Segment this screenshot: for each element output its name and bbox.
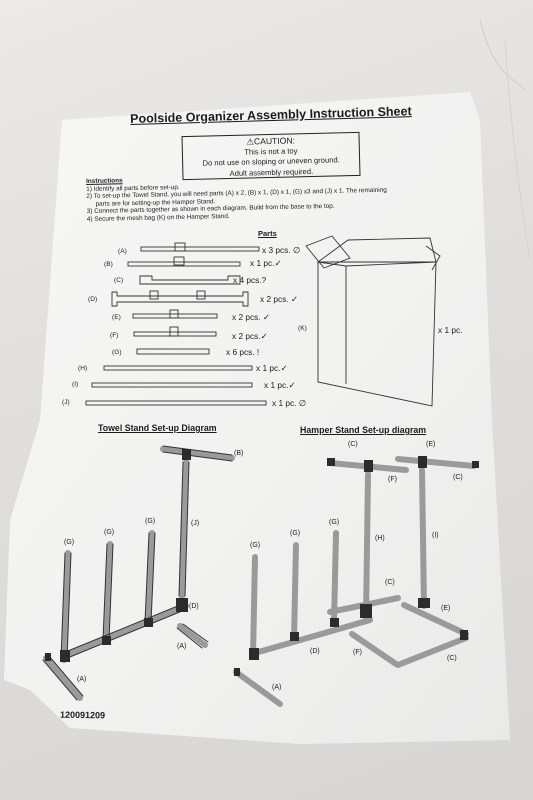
part-c-drawing <box>139 275 241 285</box>
parts-heading: Parts <box>258 229 277 238</box>
part-label: (C) <box>114 277 124 284</box>
diagram-label: (J) <box>191 520 200 527</box>
part-qty: x 2 pcs.✓ <box>232 331 268 341</box>
part-label: (J) <box>62 399 70 406</box>
diagram-label: (G) <box>64 539 75 546</box>
part-label: (F) <box>110 332 119 339</box>
towel-stand-diagram <box>43 446 235 701</box>
diagram-label: (I) <box>432 532 439 539</box>
diagram-label: (F) <box>388 476 397 483</box>
part-label: (E) <box>112 314 121 321</box>
part-qty: x 2 pcs. ✓ <box>260 294 298 304</box>
part-h-drawing <box>103 365 253 371</box>
part-qty: x 1 pc.✓ <box>264 380 296 390</box>
part-label: (H) <box>78 365 88 372</box>
diagram-label: (G) <box>145 518 156 525</box>
part-qty: x 1 pc.✓ <box>250 258 282 268</box>
diagram-label: (F) <box>353 649 362 656</box>
diagram-label: (A) <box>77 676 87 683</box>
part-d-drawing <box>111 291 249 307</box>
bag-qty: x 1 pc. <box>438 325 463 335</box>
diagram-label: (C) <box>385 579 395 586</box>
diagram-label: (A) <box>272 684 282 691</box>
diagram-label: (G) <box>290 530 301 537</box>
part-qty: x 6 pcs. ! <box>226 347 260 357</box>
bag-label: (K) <box>298 325 307 332</box>
diagram-label: (D) <box>189 603 199 610</box>
diagram-label: (C) <box>447 655 457 662</box>
diagram-label: (E) <box>441 605 451 612</box>
hamper-stand-heading: Hamper Stand Set-up diagram <box>300 425 427 435</box>
part-i-drawing <box>91 382 253 388</box>
part-label: (D) <box>88 296 98 303</box>
mesh-bag-k-drawing <box>305 235 441 407</box>
hamper-stand-diagram <box>233 456 477 707</box>
part-qty: x 4 pcs.? <box>233 275 267 285</box>
part-j-drawing <box>85 400 267 406</box>
part-qty: x 2 pcs. ✓ <box>232 312 270 322</box>
diagram-label: (C) <box>453 474 463 481</box>
towel-stand-heading: Towel Stand Set-up Diagram <box>98 423 217 433</box>
part-g-drawing <box>136 348 210 355</box>
diagram-label: (G) <box>250 542 261 549</box>
diagram-label: (G) <box>329 519 340 526</box>
part-a-drawing <box>140 246 260 252</box>
diagram-label: (B) <box>234 450 244 457</box>
part-label: (A) <box>118 248 127 255</box>
part-qty: x 3 pcs. ∅ <box>262 245 301 255</box>
part-qty: x 1 pc.✓ <box>256 363 288 373</box>
part-label: (I) <box>72 381 79 388</box>
part-label: (B) <box>104 261 113 268</box>
diagram-label: (E) <box>426 441 436 448</box>
diagram-label: (C) <box>348 441 358 448</box>
diagram-label: (A) <box>177 643 187 650</box>
part-qty: x 1 pc. ∅ <box>272 398 306 408</box>
diagram-label: (D) <box>310 648 320 655</box>
diagram-label: (G) <box>104 529 115 536</box>
part-label: (G) <box>112 349 122 356</box>
diagram-label: (H) <box>375 535 385 542</box>
